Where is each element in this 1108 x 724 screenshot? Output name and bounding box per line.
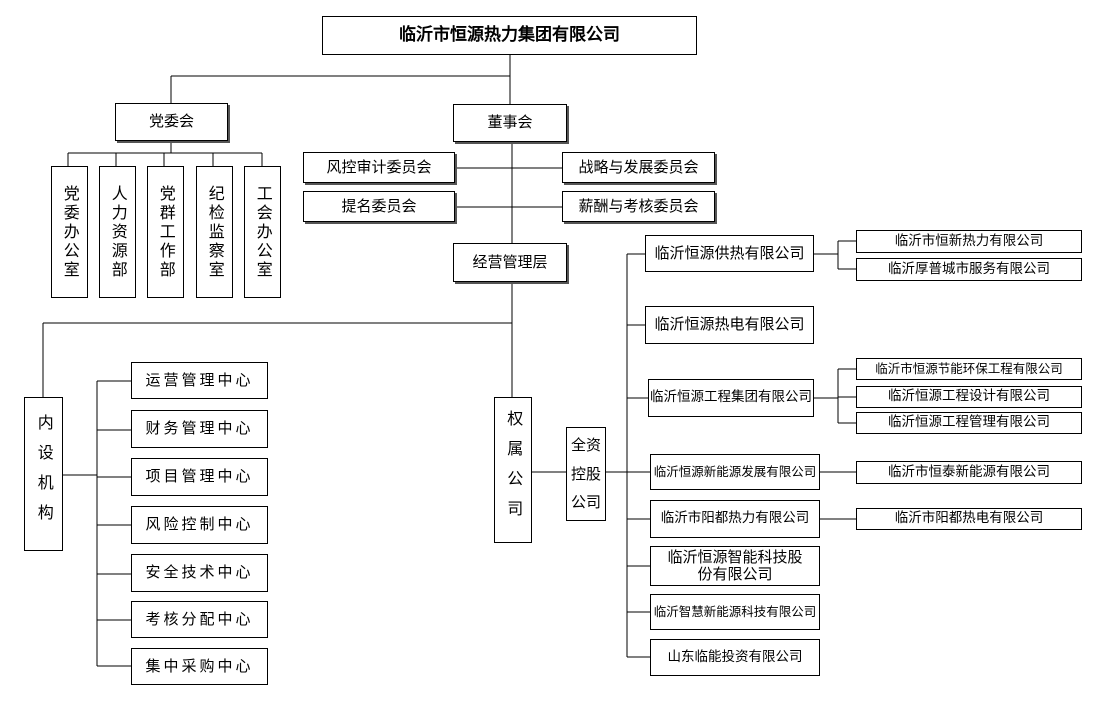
center-box: 集中采购中心 xyxy=(131,648,268,685)
subsidiary-box: 临沂智慧新能源科技有限公司 xyxy=(650,594,820,630)
committee-nomination: 提名委员会 xyxy=(303,191,455,222)
party-department: 工会办公室 xyxy=(244,166,281,298)
affiliated-box: 权属公司 xyxy=(494,397,532,543)
board-box: 董事会 xyxy=(453,104,567,142)
committee-compensation: 薪酬与考核委员会 xyxy=(562,191,715,222)
subsidiary-box: 临沂市阳都热力有限公司 xyxy=(650,500,820,538)
center-box: 风险控制中心 xyxy=(131,506,268,544)
center-box: 考核分配中心 xyxy=(131,601,268,638)
party-department: 党群工作部 xyxy=(147,166,184,298)
committee-risk-audit: 风控审计委员会 xyxy=(303,152,455,183)
committee-strategy: 战略与发展委员会 xyxy=(562,152,715,183)
sub-subsidiary-box: 临沂恒源工程设计有限公司 xyxy=(856,386,1082,408)
sub-subsidiary-box: 临沂厚普城市服务有限公司 xyxy=(856,258,1082,281)
party-committee-box: 党委会 xyxy=(115,103,228,141)
subsidiary-box: 临沂恒源供热有限公司 xyxy=(645,235,814,272)
subsidiary-box: 临沂恒源新能源发展有限公司 xyxy=(650,454,820,490)
sub-subsidiary-box: 临沂市恒源节能环保工程有限公司 xyxy=(856,358,1082,380)
subsidiary-box: 临沂恒源工程集团有限公司 xyxy=(648,379,814,417)
party-department: 党委办公室 xyxy=(51,166,88,298)
internal-org-box: 内设机构 xyxy=(24,397,63,551)
subsidiary-box: 山东临能投资有限公司 xyxy=(650,639,820,676)
center-box: 财务管理中心 xyxy=(131,410,268,448)
sub-subsidiary-box: 临沂市阳都热电有限公司 xyxy=(856,508,1082,530)
subsidiary-box: 临沂恒源热电有限公司 xyxy=(645,306,814,344)
center-box: 运营管理中心 xyxy=(131,362,268,399)
sub-subsidiary-box: 临沂市恒新热力有限公司 xyxy=(856,230,1082,253)
party-department: 纪检监察室 xyxy=(196,166,233,298)
subsidiary-box: 临沂恒源智能科技股份有限公司 xyxy=(650,546,820,586)
holding-box: 全资控股公司 xyxy=(566,427,606,521)
management-box: 经营管理层 xyxy=(453,243,567,282)
sub-subsidiary-box: 临沂恒源工程管理有限公司 xyxy=(856,412,1082,434)
company-title: 临沂市恒源热力集团有限公司 xyxy=(322,16,697,55)
center-box: 项目管理中心 xyxy=(131,458,268,496)
party-department: 人力资源部 xyxy=(99,166,136,298)
center-box: 安全技术中心 xyxy=(131,554,268,592)
sub-subsidiary-box: 临沂市恒泰新能源有限公司 xyxy=(856,461,1082,484)
